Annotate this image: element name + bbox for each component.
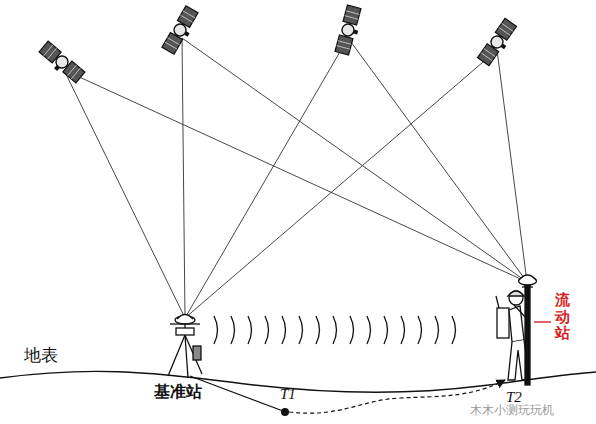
radio-wave xyxy=(452,316,456,344)
point-label: T1 xyxy=(280,386,296,403)
radio-wave xyxy=(299,316,303,344)
ground-label: 地表 xyxy=(24,346,58,365)
rover-surveyor xyxy=(496,275,537,385)
radio-wave xyxy=(265,316,269,344)
radio-wave xyxy=(435,316,439,344)
satellite xyxy=(162,6,201,56)
leader-line xyxy=(534,321,551,322)
radio-wave xyxy=(214,316,218,344)
radio-wave xyxy=(384,316,388,344)
rover-label: 流动站 xyxy=(555,292,570,342)
satellite xyxy=(478,18,519,67)
base-station-label: 基准站 xyxy=(154,383,202,401)
watermark: 木木小测玩玩机 xyxy=(470,404,554,417)
radio-wave xyxy=(367,316,371,344)
point-marker xyxy=(281,408,289,416)
radio-wave xyxy=(401,316,405,344)
radio-wave xyxy=(248,316,252,344)
radio-wave xyxy=(350,316,354,344)
radio-waves xyxy=(214,316,456,344)
radio-wave xyxy=(231,316,235,344)
radio-wave xyxy=(316,316,320,344)
radio-wave xyxy=(333,316,337,344)
signal-rays xyxy=(64,38,527,318)
satellite xyxy=(335,5,364,56)
radio-wave xyxy=(418,316,422,344)
radio-wave xyxy=(282,316,286,344)
base-station xyxy=(168,315,202,379)
survey-line xyxy=(190,376,283,411)
satellite xyxy=(37,41,85,85)
